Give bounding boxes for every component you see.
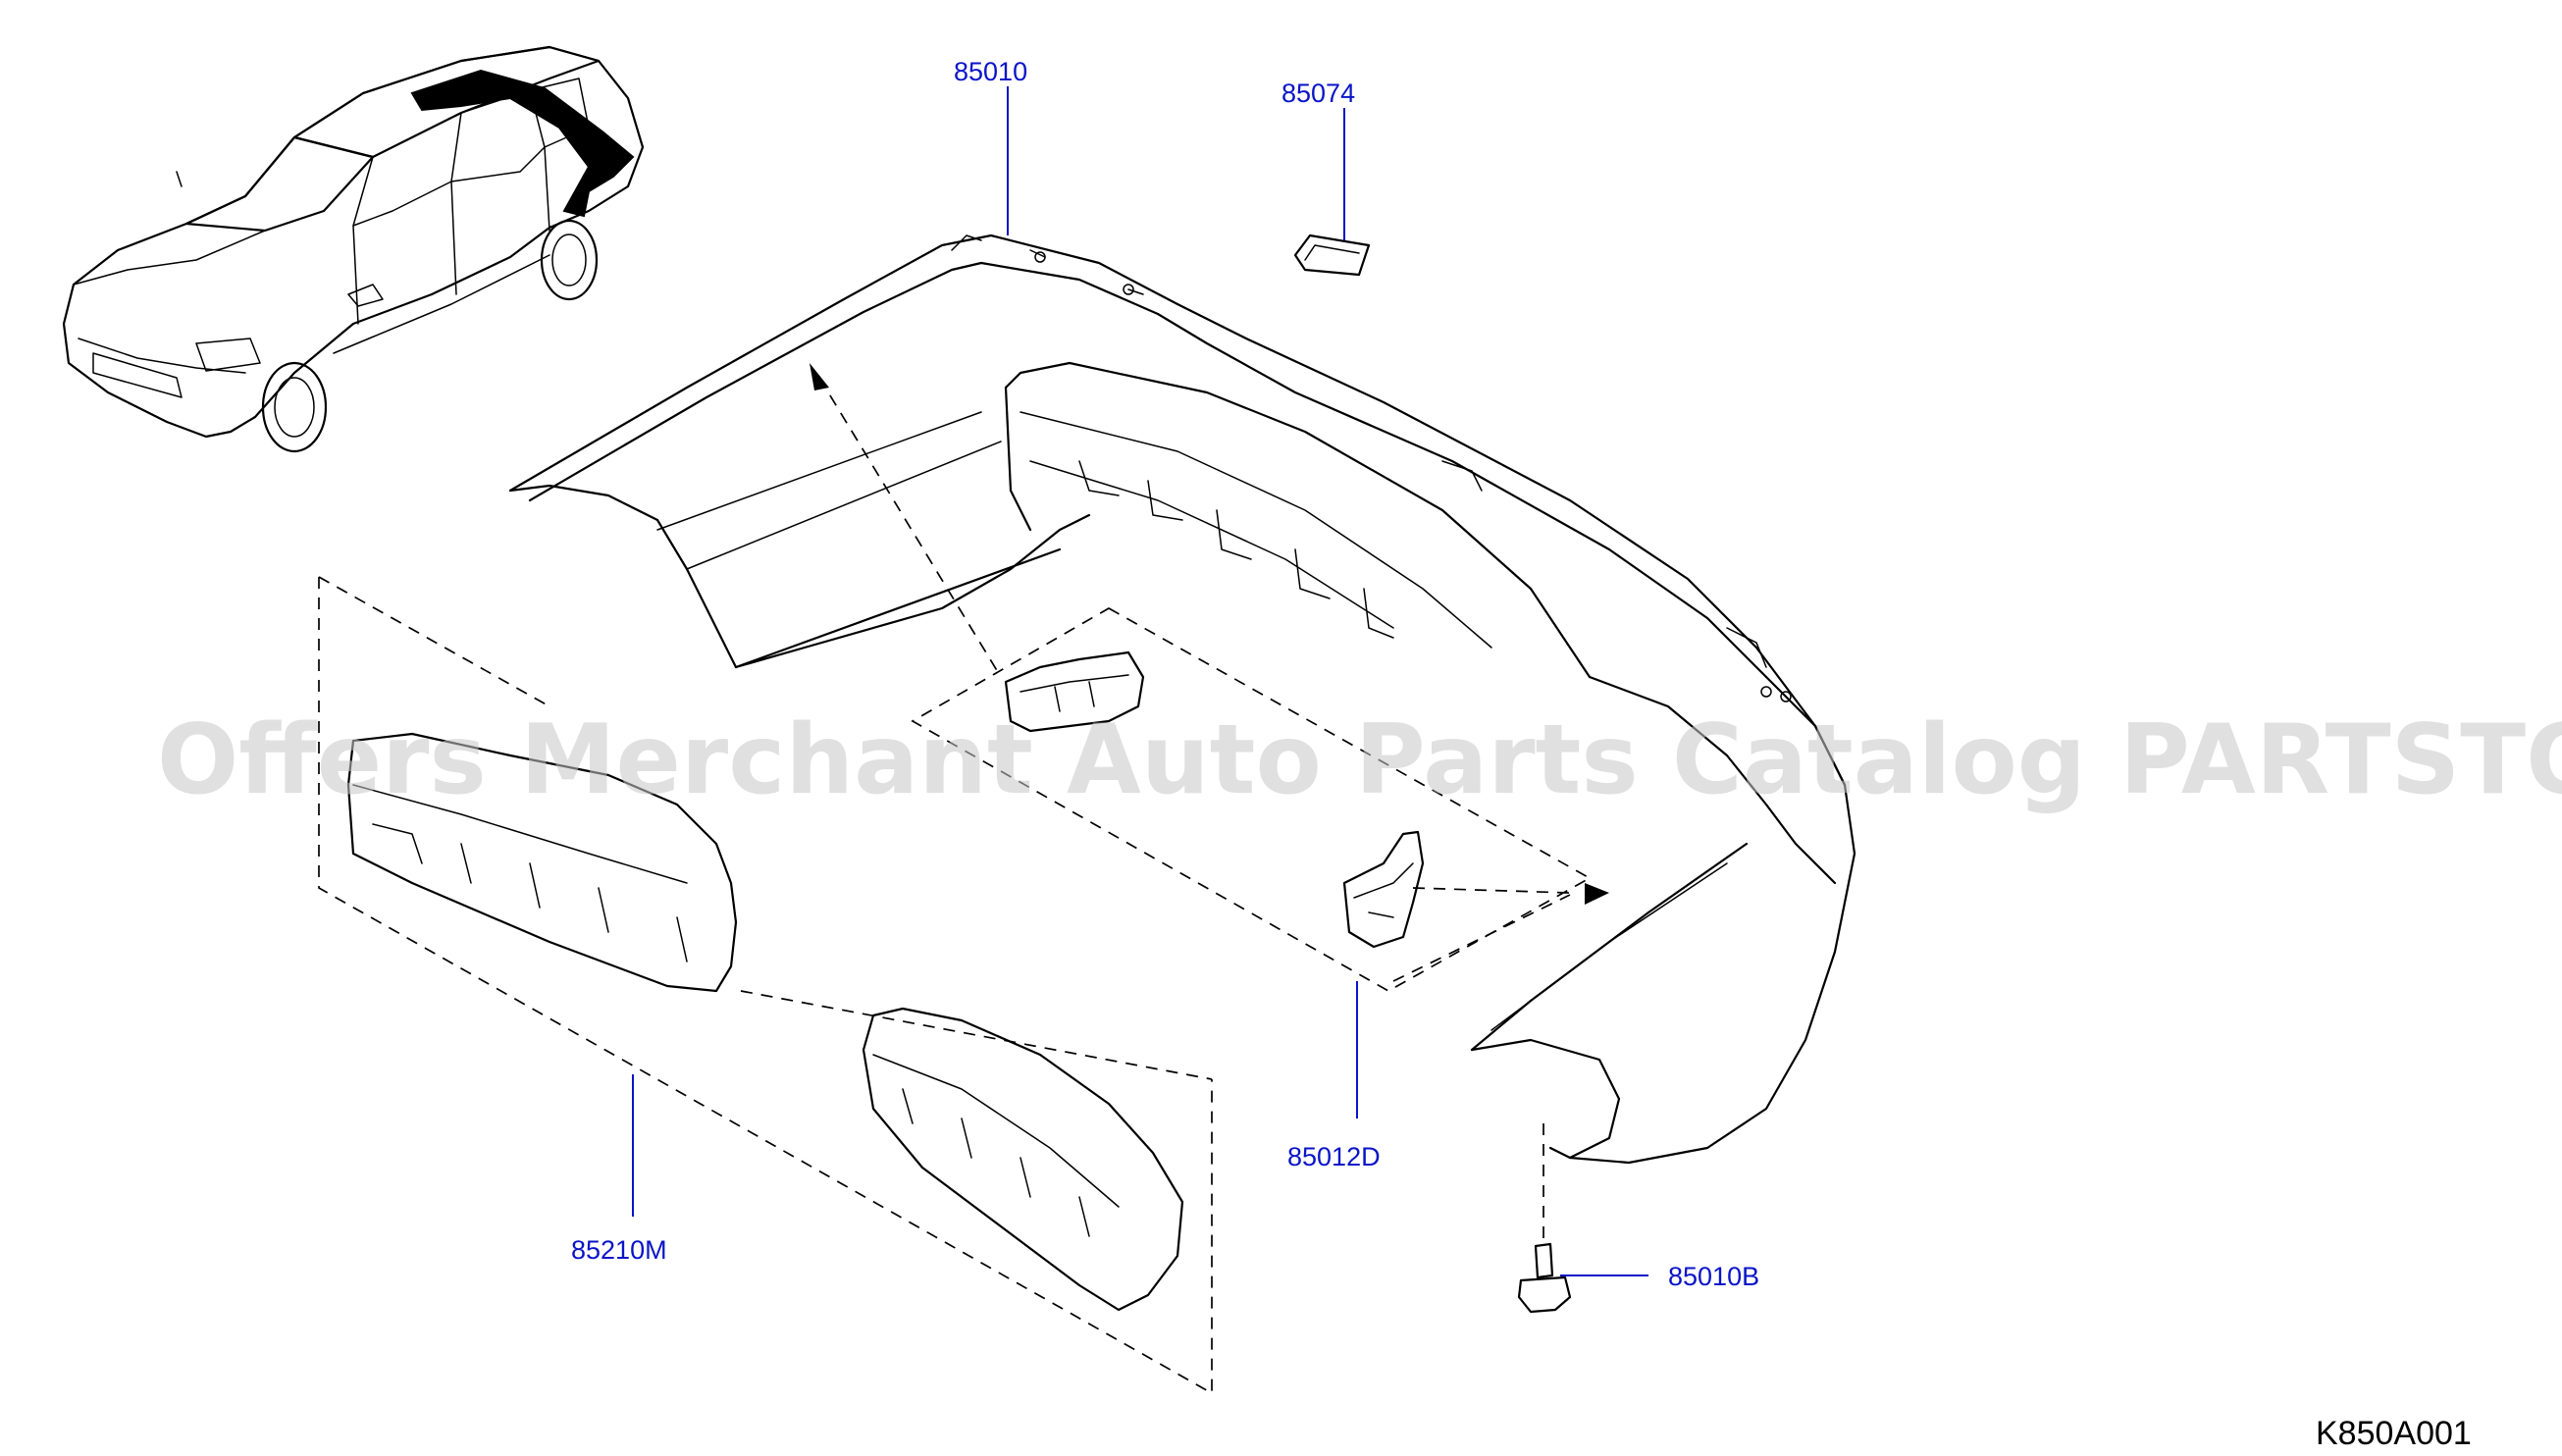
callout-85210M[interactable]: 85210M (571, 1235, 667, 1265)
callout-85010B[interactable]: 85010B (1668, 1262, 1759, 1291)
car-overview-illustration (62, 45, 645, 453)
bolt-part (1517, 1242, 1572, 1314)
callout-labels: 85010 85074 85012D 85210M 85010B (571, 57, 1759, 1291)
callout-85012D[interactable]: 85012D (1287, 1142, 1381, 1171)
leader-lines (632, 86, 1648, 1276)
callout-85010[interactable]: 85010 (954, 57, 1027, 86)
callout-85074[interactable]: 85074 (1281, 78, 1355, 108)
reflector-part (1293, 234, 1371, 277)
assembly-guides (318, 363, 1609, 1395)
diagram-code: K850A001 (2316, 1415, 2472, 1452)
right-absorber-part (862, 1007, 1184, 1312)
rear-bumper-fascia (508, 234, 1856, 1165)
side-bracket-part (1342, 830, 1425, 949)
watermark: Offers Merchant Auto Parts Catalog PARTS… (157, 704, 2562, 816)
left-absorber-part (346, 732, 738, 993)
upper-bracket-part (1004, 650, 1145, 733)
